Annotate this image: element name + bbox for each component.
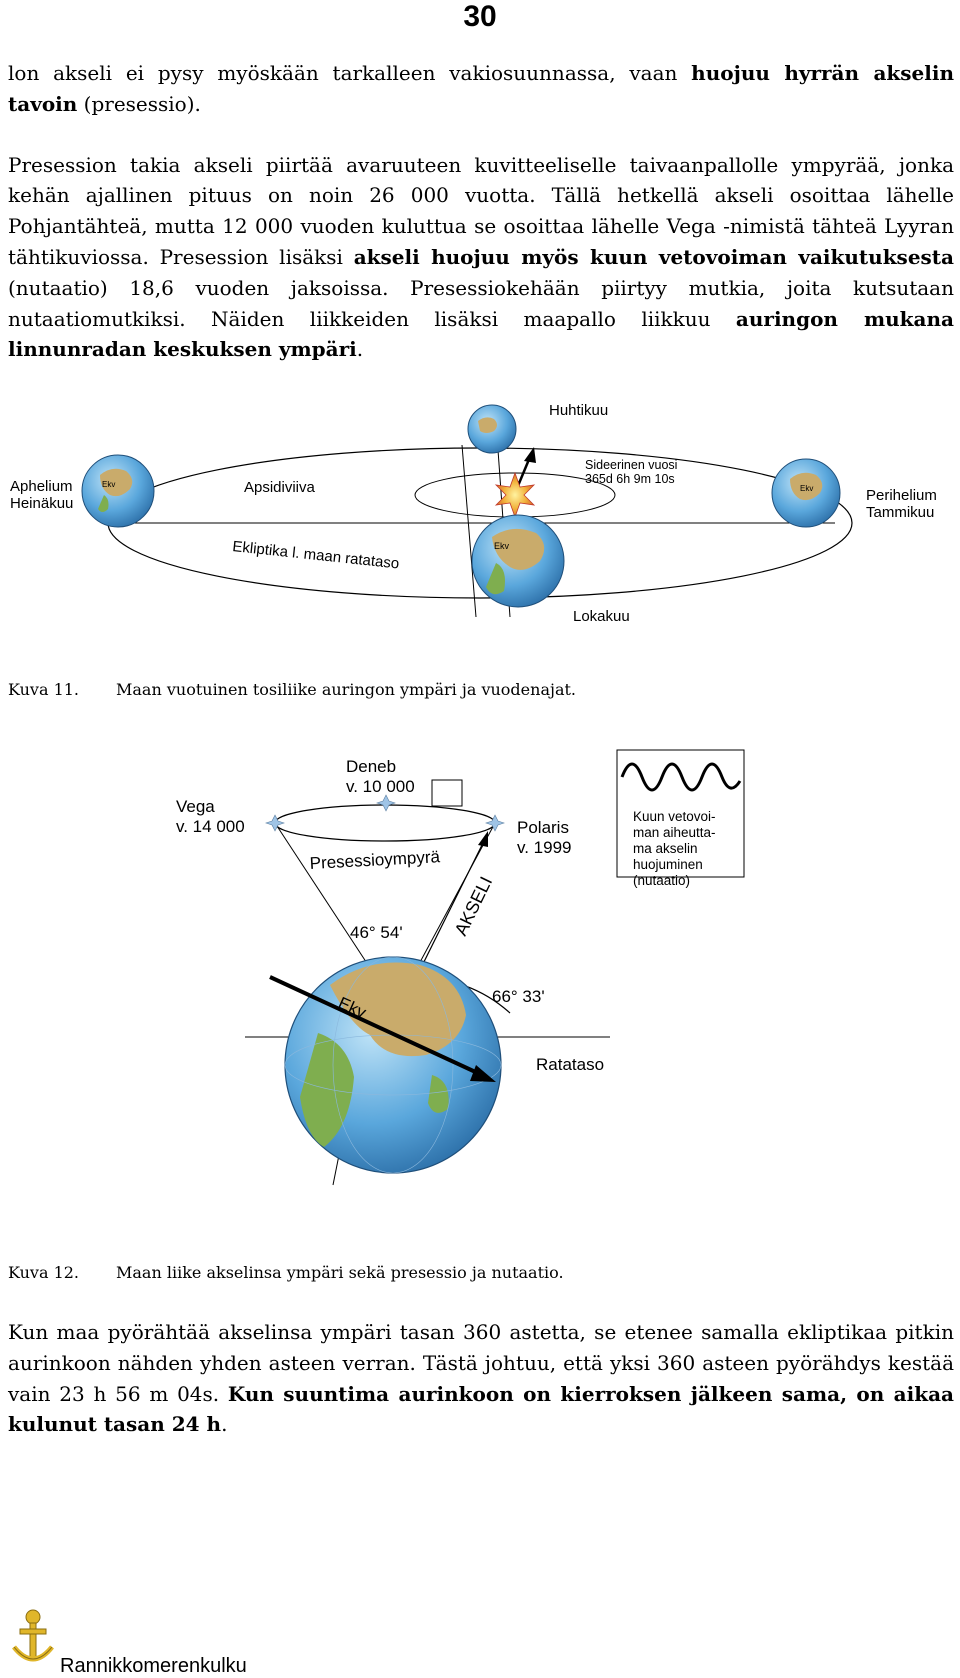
figure-12-caption-text: Maan liike akselinsa ympäri sekä presess… bbox=[116, 1263, 564, 1282]
outro-text: Kun maa pyörähtää akselinsa ympäri tasan… bbox=[8, 1317, 954, 1470]
star-polaris-icon bbox=[485, 814, 505, 832]
globe-icon bbox=[284, 956, 502, 1174]
globe-july-icon bbox=[81, 454, 155, 528]
figure-11-caption-number: Kuva 11. bbox=[8, 680, 80, 699]
label-nutation-2: man aiheutta- bbox=[633, 825, 716, 840]
label-aphelium: Aphelium bbox=[10, 478, 73, 495]
cone-line-right bbox=[411, 822, 496, 978]
label-nutation-5: (nutaatio) bbox=[633, 873, 690, 888]
label-nutation-1: Kuun vetovoi- bbox=[633, 809, 716, 824]
figure-11-caption-text: Maan vuotuinen tosiliike auringon ympäri… bbox=[116, 680, 576, 699]
label-perihelium: Perihelium bbox=[866, 487, 937, 504]
page-number: 30 bbox=[463, 0, 497, 33]
figure-12-caption-number: Kuva 12. bbox=[8, 1263, 80, 1282]
label-sideerinen-value: 365d 6h 9m 10s bbox=[585, 472, 675, 486]
label-deneb-year: v. 10 000 bbox=[346, 777, 415, 796]
star-deneb-icon bbox=[376, 794, 396, 812]
label-nutation-3: ma akselin bbox=[633, 841, 698, 856]
label-tammikuu: Tammikuu bbox=[866, 504, 934, 521]
axis-line-1 bbox=[461, 444, 477, 618]
label-apsidiviiva: Apsidiviiva bbox=[244, 479, 316, 496]
label-presessioympyra: Presessioympyrä bbox=[309, 847, 441, 873]
label-polaris: Polaris bbox=[517, 818, 569, 837]
axis-arrow-head bbox=[478, 831, 488, 847]
label-polaris-year: v. 1999 bbox=[517, 838, 572, 857]
footer-brand: Rannikkomerenkulku bbox=[60, 1655, 247, 1677]
figure-11-caption: Kuva 11. Maan vuotuinen tosiliike auringo… bbox=[8, 680, 576, 699]
label-ekv-july: Ekv bbox=[102, 480, 115, 489]
globe-april-icon bbox=[467, 404, 517, 454]
label-sideerinen: Sideerinen vuosi bbox=[585, 458, 677, 472]
nutation-wave bbox=[620, 762, 742, 792]
sun-arrow-head bbox=[524, 447, 536, 463]
equator-arrow-head bbox=[470, 1065, 496, 1082]
label-angle-66: 66° 33' bbox=[492, 987, 545, 1006]
label-ratataso: Ratataso bbox=[536, 1055, 604, 1074]
label-deneb: Deneb bbox=[346, 757, 396, 776]
figure-11-orbit-diagram: Huhtikuu Aphelium Heinäkuu Apsidiviiva S… bbox=[10, 402, 937, 625]
intro-paragraph-1: lon akseli ei pysy myöskään tarkalleen v… bbox=[8, 61, 954, 116]
globe-january-icon bbox=[771, 458, 841, 528]
figure-12-precession-diagram: Deneb v. 10 000 Vega v. 14 000 Polaris v… bbox=[176, 749, 745, 1186]
label-vega: Vega bbox=[176, 797, 215, 816]
label-ekliptika: Ekliptika l. maan ratataso bbox=[232, 538, 400, 572]
nutation-detail-box bbox=[431, 779, 463, 807]
label-akseli: AKSELI bbox=[451, 873, 497, 938]
star-vega-icon bbox=[265, 814, 285, 832]
label-angle-46: 46° 54' bbox=[350, 923, 403, 942]
figure-12-caption: Kuva 12. Maan liike akselinsa ympäri sekä… bbox=[8, 1263, 564, 1282]
anchor-emblem-icon bbox=[12, 1609, 54, 1662]
label-ekv-january: Ekv bbox=[800, 484, 813, 493]
label-huhtikuu: Huhtikuu bbox=[549, 402, 608, 419]
cone-line-left bbox=[274, 822, 377, 978]
intro-paragraph-2: Presession takia akseli piirtää avaruute… bbox=[8, 152, 954, 362]
intro-text: lon akseli ei pysy myöskään tarkalleen v… bbox=[8, 58, 954, 395]
precession-circle bbox=[274, 804, 496, 842]
label-lokakuu: Lokakuu bbox=[573, 608, 630, 625]
label-vega-year: v. 14 000 bbox=[176, 817, 245, 836]
label-nutation-4: huojuminen bbox=[633, 857, 703, 872]
outro-paragraph: Kun maa pyörähtää akselinsa ympäri tasan… bbox=[8, 1320, 954, 1437]
equator-arrow bbox=[269, 975, 483, 1077]
globe-october-icon bbox=[471, 514, 565, 608]
label-ekv-october: Ekv bbox=[494, 541, 510, 551]
label-heinakuu: Heinäkuu bbox=[10, 495, 73, 512]
